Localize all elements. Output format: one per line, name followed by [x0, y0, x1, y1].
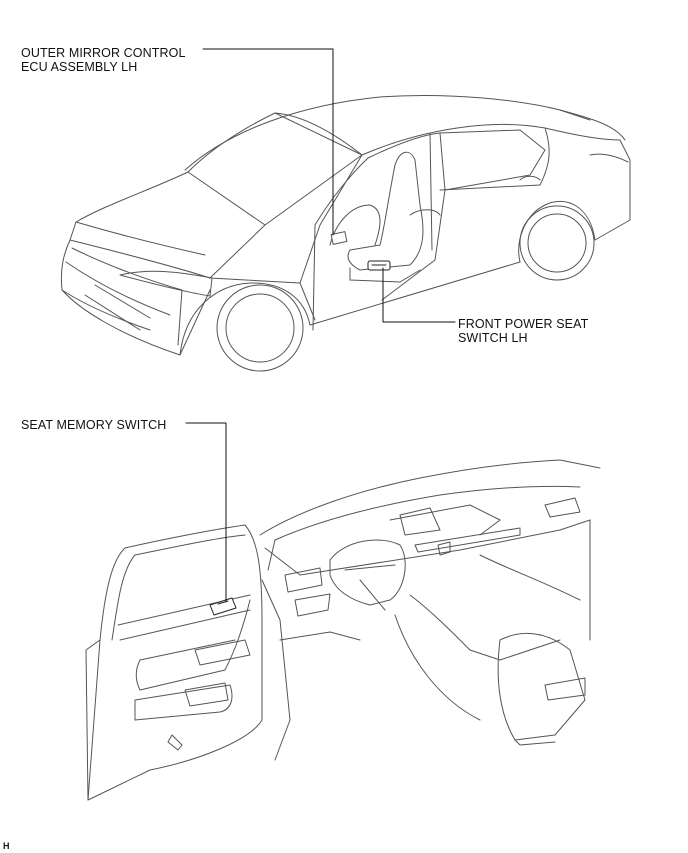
mirror-ecu-component — [330, 231, 348, 245]
interior-illustration — [85, 459, 601, 801]
car-hood — [69, 171, 266, 279]
steering-wheel — [329, 539, 406, 606]
leader-lines — [185, 48, 456, 603]
door-opening — [312, 132, 446, 331]
car-grille — [60, 239, 211, 356]
leader-seat-memory — [185, 422, 227, 603]
figure-reference: H — [3, 841, 10, 851]
car-roof — [184, 94, 591, 171]
center-console — [409, 594, 561, 661]
label-seat-memory-switch: SEAT MEMORY SWITCH — [21, 418, 167, 432]
car-front-wheel — [216, 284, 304, 372]
driver-seat — [347, 151, 424, 271]
dashboard — [259, 459, 601, 536]
car-windshield — [187, 112, 363, 226]
car-rear-wheel — [519, 205, 595, 281]
leader-front-power-seat — [382, 267, 456, 323]
car-headlight — [119, 270, 213, 297]
door-panel — [87, 524, 263, 801]
seat-memory-switch-component — [209, 597, 237, 616]
car-illustration — [60, 94, 631, 372]
label-front-power-seat-switch: FRONT POWER SEAT SWITCH LH — [458, 317, 589, 345]
leader-outer-mirror — [202, 48, 334, 236]
label-outer-mirror-ecu: OUTER MIRROR CONTROL ECU ASSEMBLY LH — [21, 46, 186, 74]
